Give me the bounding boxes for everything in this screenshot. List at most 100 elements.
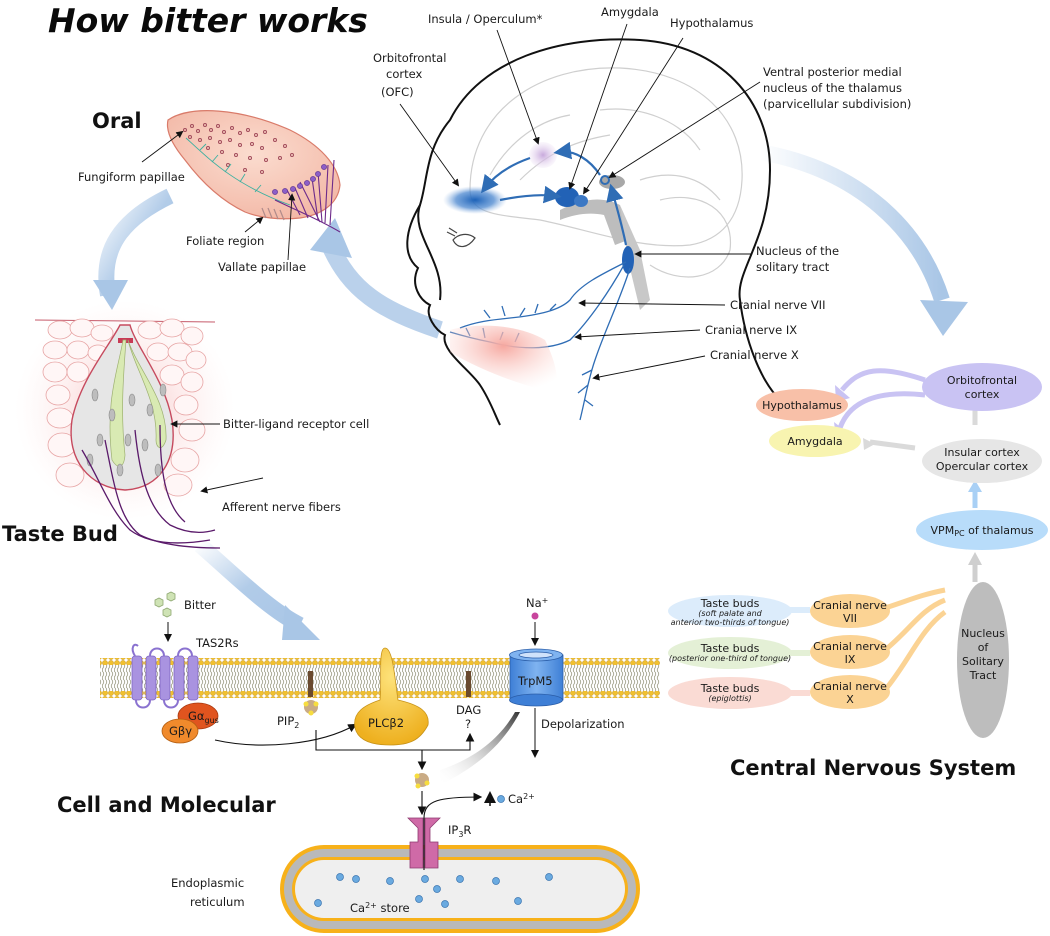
- label-bitter-ligand-receptor-cell: Bitter-ligand receptor cell: [223, 417, 369, 431]
- gbg-to-plc-arrow: [214, 723, 357, 746]
- cns-tb-ix-label: Taste buds: [700, 642, 760, 655]
- label-nts-line1: Nucleus of the: [756, 244, 839, 258]
- section-taste-bud: Taste Bud: [2, 522, 118, 546]
- label-plcb2: PLCβ2: [368, 716, 404, 730]
- vallate-papillae-dots: [272, 164, 327, 195]
- cns-node-insular: [922, 439, 1042, 483]
- cns-node-taste-buds-x: [668, 677, 792, 709]
- hypothalamus-region: [574, 195, 588, 207]
- label-nts-line2: solitary tract: [756, 260, 830, 274]
- cns-node-amygdala: [769, 425, 861, 457]
- cns-node-hypothalamus: [756, 389, 848, 421]
- ip3-receptor: [407, 817, 441, 869]
- trpm5-channel: [509, 648, 564, 707]
- tas2r-receptor: [131, 643, 199, 709]
- cns-cn-x-line2: X: [846, 693, 854, 706]
- cns-node-vpm: [916, 510, 1048, 550]
- label-cranial-nerve-x: Cranial nerve X: [710, 348, 799, 362]
- cns-node-taste-buds-ix: [668, 637, 792, 669]
- taste-bud-illustration: [15, 300, 264, 549]
- endoplasmic-reticulum: [280, 845, 640, 933]
- cns-tb-vii-sub2: anterior two-thirds of tongue): [671, 618, 790, 627]
- foliate-pointer: [244, 216, 264, 233]
- ofc-region: [443, 186, 507, 214]
- vallate-pointer: [287, 193, 296, 261]
- cn7-pointer: [578, 299, 726, 307]
- cns-ofc-line1: Orbitofrontal: [947, 374, 1017, 387]
- label-vpm-line3: (parvicellular subdivision): [763, 97, 911, 111]
- hypothalamus-pointer: [583, 37, 684, 195]
- section-oral: Oral: [92, 109, 142, 133]
- ca-release-arrow: [423, 792, 483, 870]
- label-pip2: PIP2: [277, 714, 299, 730]
- fungiform-pointer: [141, 130, 184, 163]
- cns-tb-x-label: Taste buds: [700, 682, 760, 695]
- label-ip3r: IP3R: [448, 823, 471, 839]
- label-ofc-line1: Orbitofrontal: [373, 51, 446, 65]
- receptor-cells: [109, 339, 167, 467]
- cns-tb-vii-sub1: (soft palate and: [698, 609, 762, 618]
- tongue-illustration: [141, 110, 341, 261]
- cns-ofc-line2: cortex: [965, 388, 1000, 401]
- flow-arrow-bud-to-cell: [194, 538, 320, 640]
- pip2-lipid: [303, 671, 319, 716]
- plcb2-enzyme: [354, 647, 429, 746]
- cns-node-nts: [957, 582, 1009, 738]
- label-vpm-line1: Ventral posterior medial: [763, 65, 902, 79]
- label-g-beta-gamma: Gβγ: [169, 724, 192, 738]
- g-beta-gamma: [161, 718, 199, 744]
- flow-arrow-head-to-oral: [310, 218, 443, 339]
- label-foliate-region: Foliate region: [186, 234, 264, 248]
- label-insula-operculum: Insula / Operculum*: [428, 12, 543, 26]
- label-cranial-nerve-vii: Cranial nerve VII: [730, 298, 825, 312]
- mouth-tongue-region: [450, 325, 557, 393]
- bud-nuclei: [86, 383, 167, 477]
- cns-cn-x-line1: Cranial nerve: [813, 680, 887, 693]
- na-ion: [531, 612, 539, 620]
- taste-pathway-arrows: [480, 141, 628, 246]
- ip3-molecule: [414, 773, 430, 789]
- cns-nts-line1: Nucleus: [961, 627, 1005, 640]
- cns-node-cn-x: [810, 675, 890, 709]
- lingual-nerve-branches: [185, 137, 291, 206]
- label-hypothalamus: Hypothalamus: [670, 16, 753, 30]
- ca-ions-store: [314, 873, 553, 908]
- flow-arrow-head-to-cns: [758, 144, 968, 336]
- label-bitter: Bitter: [184, 598, 216, 612]
- fungiform-papillae-dots: [183, 123, 294, 174]
- cns-tb-ix-sub1: (posterior one-third of tongue): [669, 654, 791, 663]
- label-ofc-line2: cortex: [386, 67, 422, 81]
- label-vpm-line2: nucleus of the thalamus: [763, 81, 902, 95]
- insula-pointer: [496, 29, 540, 145]
- eye: [446, 227, 476, 248]
- pip2-cleavage-arrows: [315, 730, 475, 751]
- cns-cn-vii-line1: Cranial nerve: [813, 599, 887, 612]
- section-cell-and-molecular: Cell and Molecular: [57, 793, 276, 817]
- label-afferent-nerve-fibers: Afferent nerve fibers: [222, 500, 341, 514]
- ca-increase-indicator: [484, 791, 505, 806]
- cn10-pointer: [592, 355, 706, 381]
- foliate-region-marks: [261, 207, 285, 221]
- dag-lipid: [466, 671, 471, 697]
- cns-tb-x-sub1: (epiglottis): [708, 694, 751, 703]
- vpm-pointer: [608, 81, 761, 178]
- label-fungiform-papillae: Fungiform papillae: [78, 170, 185, 184]
- label-amygdala: Amygdala: [601, 5, 659, 19]
- cns-vpm-label: VPMPC of thalamus: [931, 524, 1034, 538]
- flow-arrow-oral-to-bud: [93, 188, 174, 310]
- ofc-pointer: [399, 103, 460, 187]
- cns-node-taste-buds-vii: [668, 595, 792, 627]
- cns-nts-line3: Solitary: [962, 655, 1004, 668]
- afferent-pointer: [200, 477, 264, 494]
- label-vallate-papillae: Vallate papillae: [218, 260, 306, 274]
- cns-insular-line1: Insular cortex: [944, 446, 1020, 459]
- amygdala-pointer: [568, 23, 628, 190]
- cn9-pointer: [574, 329, 701, 341]
- cns-hypothalamus-label: Hypothalamus: [762, 399, 842, 412]
- label-dag-question: ?: [465, 717, 471, 731]
- head-illustration: [406, 38, 781, 426]
- brain-outline: [469, 67, 743, 278]
- cns-node-cn-ix: [810, 635, 890, 669]
- label-na: Na+: [526, 596, 548, 610]
- nts-region: [622, 246, 634, 274]
